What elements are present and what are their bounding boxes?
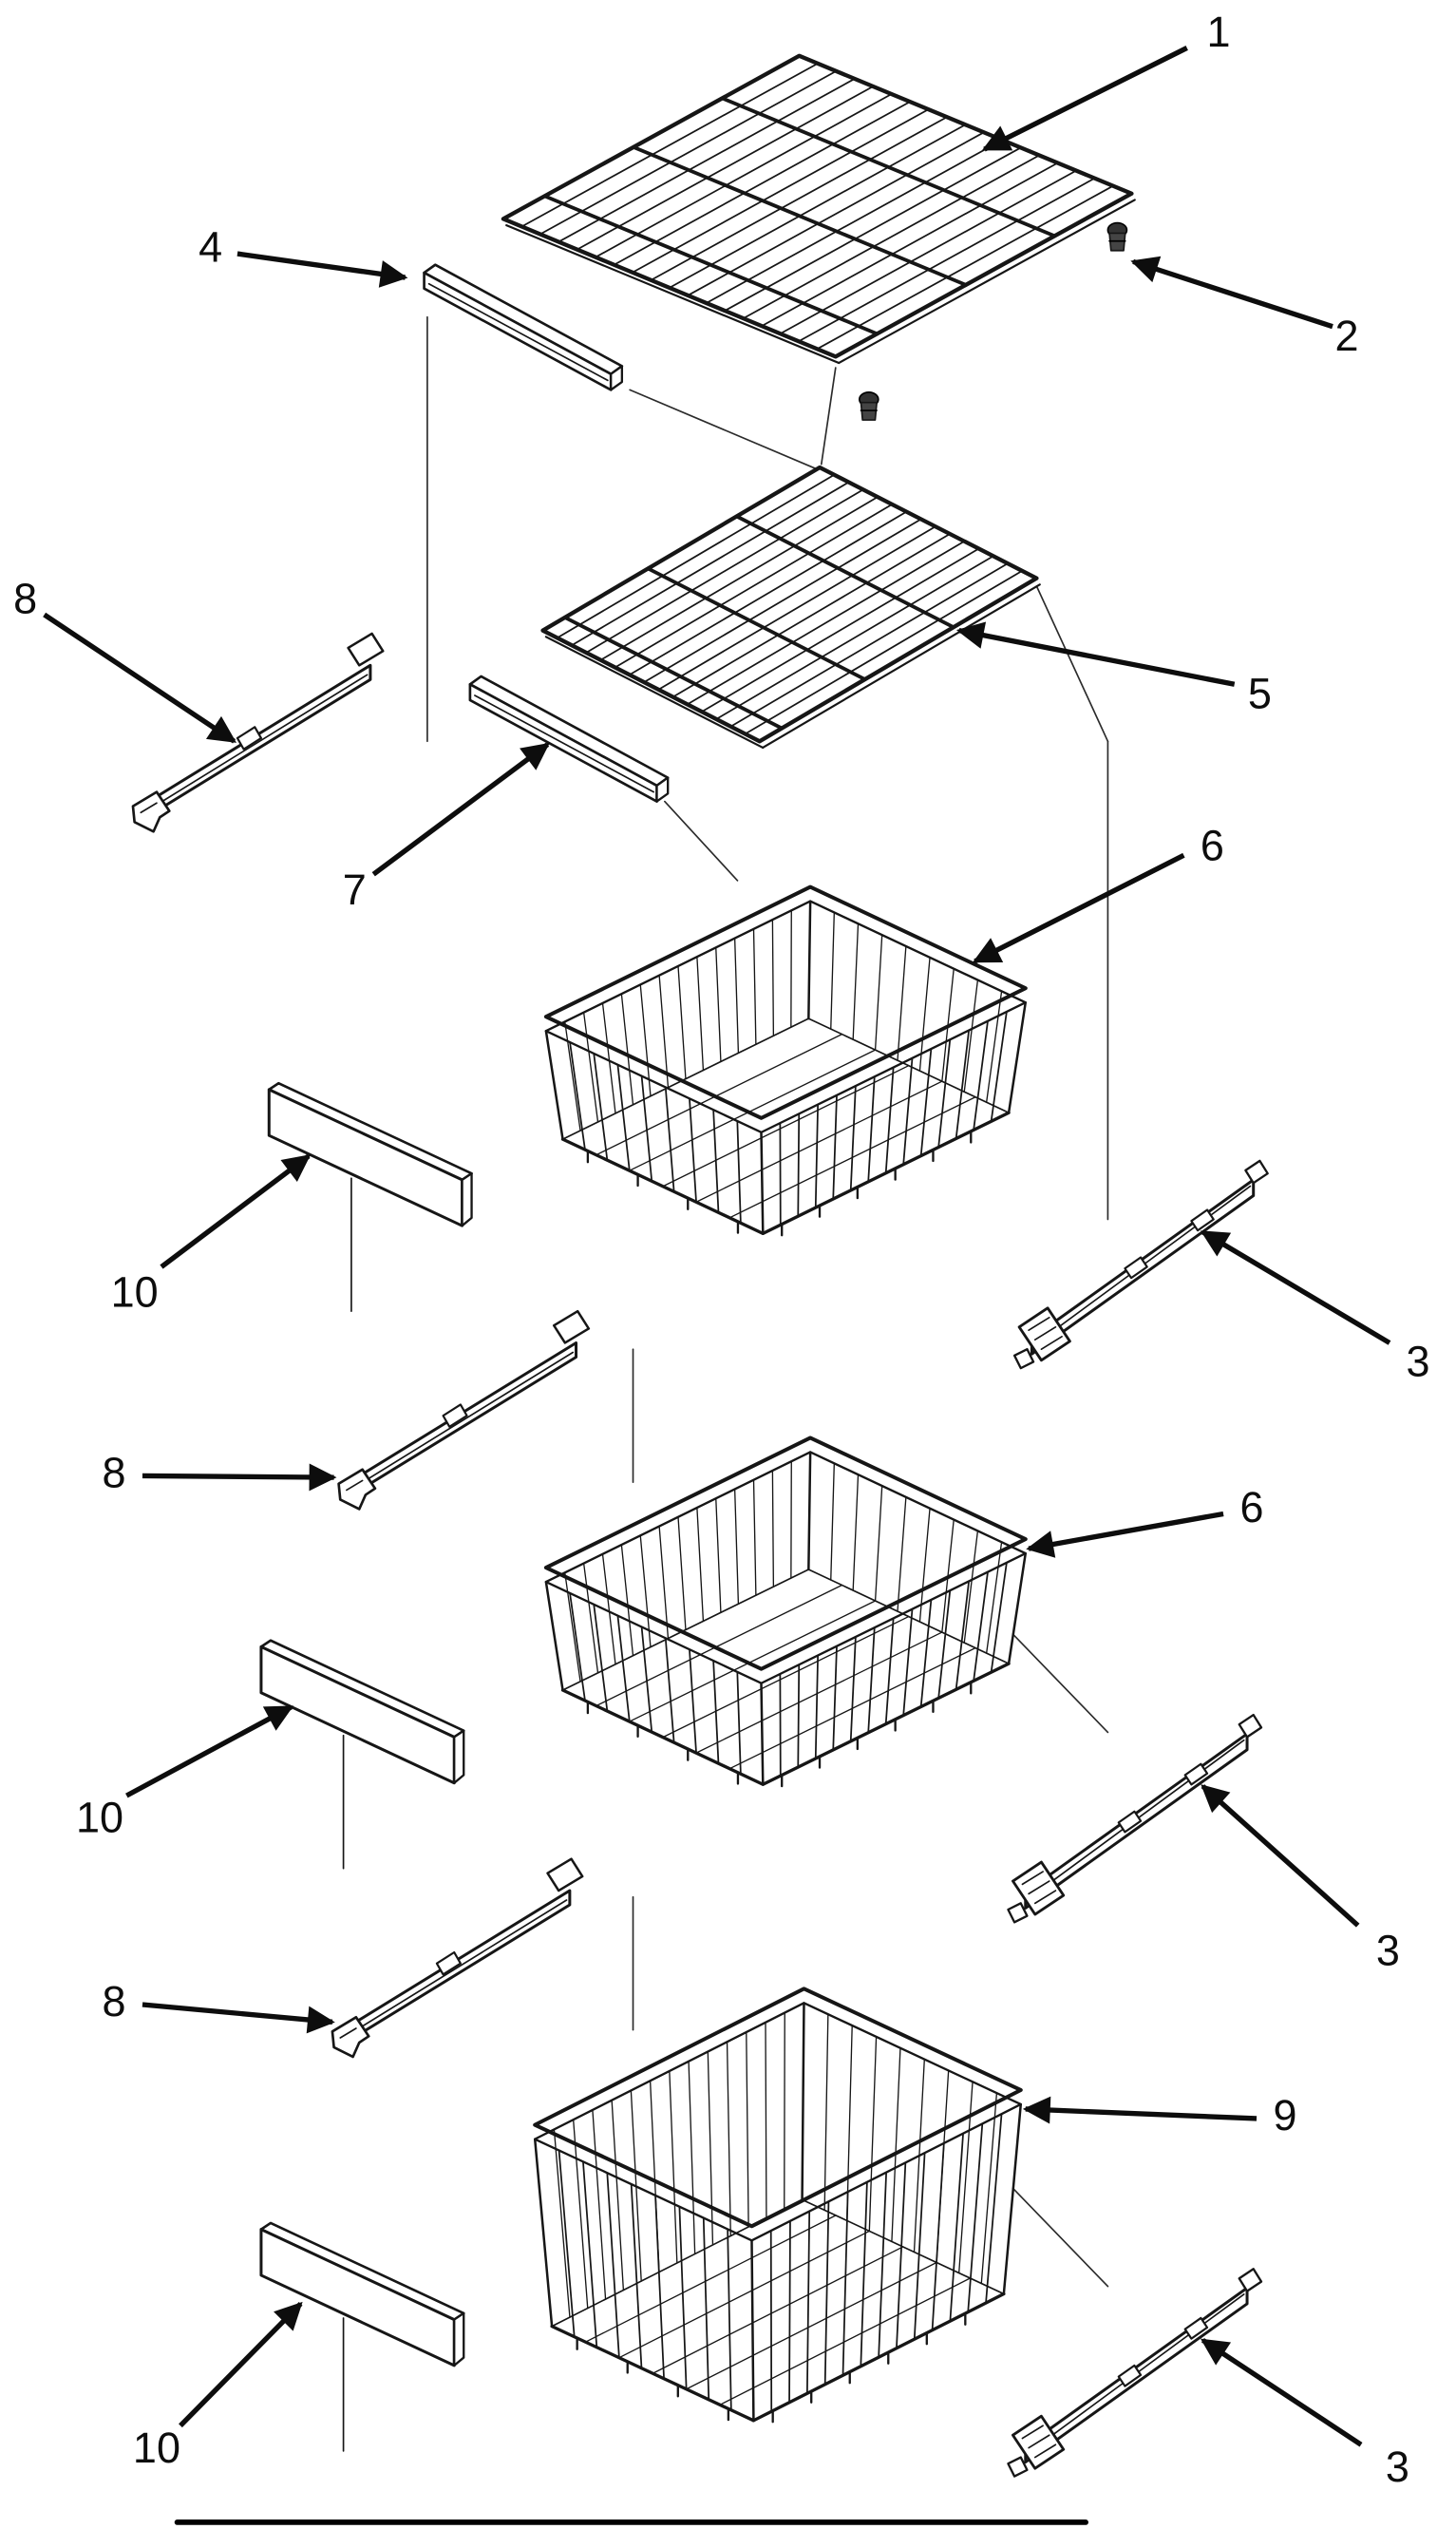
callout-3-upper: 3 <box>1406 1338 1429 1386</box>
left-slide-rail-8-upper <box>131 632 385 833</box>
callout-arrows <box>43 46 1391 2447</box>
wire-shelf-1 <box>501 53 1136 365</box>
front-trim-panel-10-upper <box>267 1081 473 1312</box>
right-slide-rail-3-middle <box>1007 1713 1263 1924</box>
callout-9: 9 <box>1274 2091 1297 2139</box>
callout-2: 2 <box>1335 312 1359 360</box>
left-slide-rail-8-lower <box>331 1857 584 2059</box>
callout-10-middle: 10 <box>76 1794 123 1842</box>
right-slide-rail-3-lower <box>1007 2268 1263 2478</box>
left-slide-rail-8-middle <box>337 1309 591 1511</box>
callout-3-middle: 3 <box>1376 1927 1400 1975</box>
front-trim-panel-10-lower <box>259 2221 465 2452</box>
callout-10-lower: 10 <box>133 2424 180 2472</box>
deep-wire-basket-9 <box>533 1987 1023 2424</box>
shelf-trim-strip-4 <box>423 263 624 391</box>
callout-10-upper: 10 <box>111 1267 159 1316</box>
callout-3-lower: 3 <box>1386 2443 1409 2491</box>
callout-4: 4 <box>199 223 222 272</box>
wire-shelf-5 <box>540 465 1041 750</box>
right-slide-rail-3-upper <box>1012 1159 1269 1370</box>
wire-basket-6-upper <box>543 884 1028 1237</box>
callout-8-middle: 8 <box>102 1448 125 1496</box>
shelf-retainer-clips-2 <box>858 221 1128 421</box>
callout-6-upper: 6 <box>1201 821 1224 869</box>
shelf-trim-strip-7 <box>468 675 670 803</box>
callout-8-upper: 8 <box>13 575 37 623</box>
callout-6-lower: 6 <box>1240 1483 1264 1531</box>
callout-8-lower: 8 <box>102 1977 125 2025</box>
callout-1: 1 <box>1207 8 1231 56</box>
assembly-alignment-lines <box>174 315 1109 2525</box>
callout-labels: 1 4 2 8 5 7 6 10 3 8 6 10 3 8 9 10 3 <box>13 8 1429 2491</box>
wire-basket-6-lower <box>543 1436 1028 1788</box>
front-trim-panel-10-middle <box>259 1639 465 1870</box>
callout-5: 5 <box>1248 670 1272 718</box>
callout-7: 7 <box>343 865 367 914</box>
